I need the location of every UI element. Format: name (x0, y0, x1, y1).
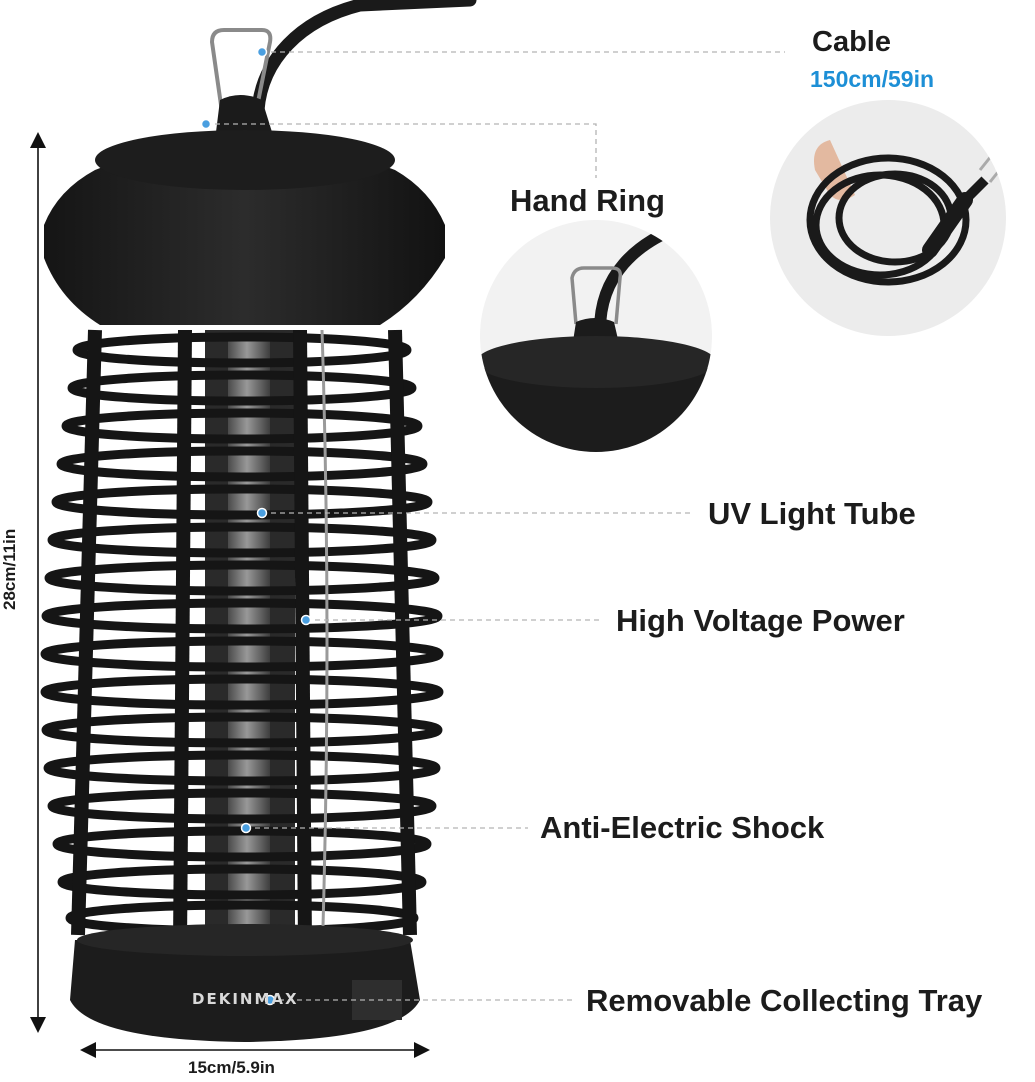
high-voltage-power-label: High Voltage Power (616, 603, 905, 638)
cable-detail-photo (770, 100, 1006, 336)
brand-logo-text: DEKINMAX (192, 990, 299, 1008)
cable-label: Cable (812, 26, 891, 58)
width-dimension-label: 15cm/5.9in (188, 1058, 275, 1077)
height-dimension-label: 28cm/11in (0, 528, 19, 610)
hand-ring-detail-photo (480, 220, 712, 452)
callout-dots (200, 46, 312, 1006)
uv-light-tube-label: UV Light Tube (708, 496, 916, 531)
cable-length-label: 150cm/59in (810, 66, 935, 92)
removable-tray-label: Removable Collecting Tray (586, 983, 983, 1018)
grill-rings (40, 332, 444, 936)
anti-electric-shock-label: Anti-Electric Shock (540, 810, 825, 845)
top-cap (44, 140, 445, 325)
power-cable (251, 0, 477, 117)
hanging-hook (209, 28, 273, 113)
collecting-tray (70, 940, 420, 1042)
hand-ring-label: Hand Ring (510, 183, 665, 218)
